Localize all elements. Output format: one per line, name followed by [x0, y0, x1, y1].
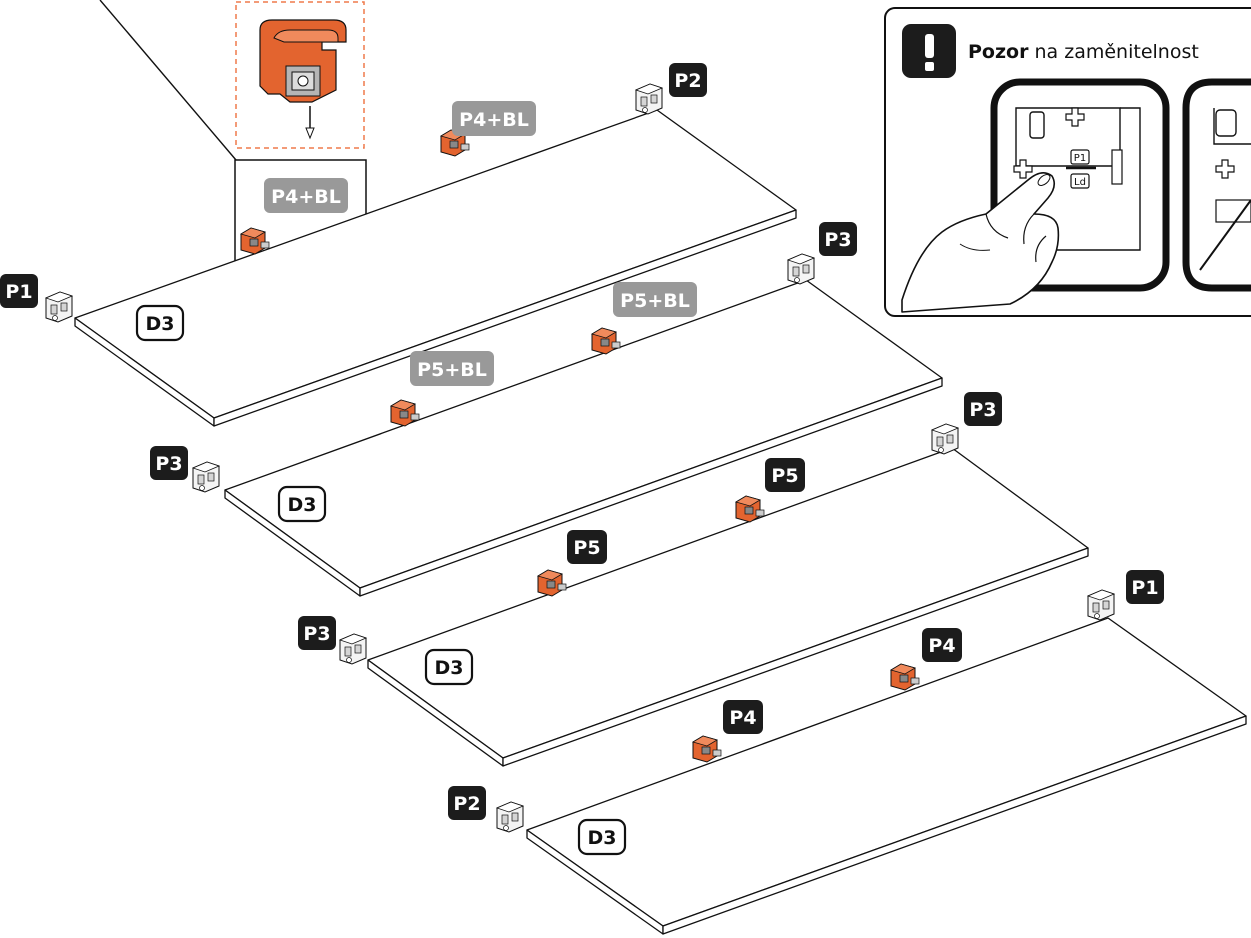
- svg-text:P3: P3: [824, 229, 851, 251]
- board-4-mid-connector-1-icon: [890, 663, 920, 691]
- exclamation-icon: [902, 24, 956, 78]
- board-3-board-label: D3: [424, 648, 474, 686]
- svg-text:P3: P3: [969, 399, 996, 421]
- board-4-mid-label-1: P4: [922, 628, 962, 662]
- detail-dashed-box: [235, 1, 365, 149]
- svg-text:D3: D3: [146, 313, 175, 335]
- svg-text:P2: P2: [453, 793, 480, 815]
- svg-text:P5: P5: [573, 537, 600, 559]
- svg-text:P2: P2: [674, 70, 701, 92]
- board-4-left-connector-icon: [496, 801, 524, 833]
- svg-text:Ld: Ld: [1074, 177, 1086, 188]
- board-4-mid-label-2: P4: [723, 700, 763, 734]
- board-3-right-connector-icon: [931, 423, 959, 455]
- board-3-mid-label-1: P5: [765, 458, 805, 492]
- svg-text:P1: P1: [1074, 153, 1086, 164]
- detail-connector-icon: [259, 19, 347, 140]
- svg-text:P5+BL: P5+BL: [417, 359, 487, 381]
- svg-text:P4+BL: P4+BL: [459, 109, 529, 131]
- svg-text:P1: P1: [5, 281, 32, 303]
- svg-text:P5: P5: [771, 465, 798, 487]
- board-4-panel: [526, 617, 1247, 935]
- board-3-left-label: P3: [298, 616, 336, 650]
- board-1-left-connector-icon: [45, 291, 73, 323]
- leader-line: [99, 0, 237, 161]
- board-1-right-connector-icon: [635, 83, 663, 115]
- notice-text: Pozor na zaměnitelnost: [968, 41, 1199, 63]
- board-2-mid-label-1: P5+BL: [613, 282, 697, 317]
- svg-text:D3: D3: [588, 827, 617, 849]
- board-3-mid-label-2: P5: [567, 530, 607, 564]
- board-2-mid-label-2: P5+BL: [410, 351, 494, 386]
- board-1-mid-label: P4+BL: [452, 101, 536, 136]
- board-1-board-label: D3: [135, 304, 185, 342]
- svg-text:P3: P3: [155, 453, 182, 475]
- hand-icon: [901, 172, 1060, 313]
- board-2-left-connector-icon: [192, 461, 220, 493]
- svg-text:D3: D3: [435, 657, 464, 679]
- notice-box: Pozor na zaměnitelnost P1 Ld: [884, 7, 1251, 317]
- svg-text:P3: P3: [303, 623, 330, 645]
- board-4-right-label: P1: [1126, 570, 1164, 604]
- board-3-right-label: P3: [964, 392, 1002, 426]
- svg-text:P5+BL: P5+BL: [620, 290, 690, 312]
- board-4-mid-connector-2-icon: [692, 735, 722, 763]
- board-3-panel: [367, 447, 1089, 767]
- board-4-right-connector-icon: [1087, 589, 1115, 621]
- svg-text:P4+BL: P4+BL: [271, 186, 341, 208]
- board-2-right-connector-icon: [787, 253, 815, 285]
- board-2-left-label: P3: [150, 446, 188, 480]
- board-1-right-label: P2: [669, 63, 707, 97]
- board-4-board-label: D3: [577, 818, 627, 856]
- board-4-left-label: P2: [448, 786, 486, 820]
- board-2-panel: [224, 279, 943, 597]
- board-2-right-label: P3: [819, 222, 857, 256]
- svg-text:P1: P1: [1131, 577, 1158, 599]
- board-1-left-label: P1: [0, 274, 38, 308]
- detail-label: P4+BL: [264, 178, 348, 213]
- notice-wrong-insert: [1182, 78, 1251, 292]
- board-1-panel: [74, 109, 797, 427]
- svg-text:D3: D3: [288, 494, 317, 516]
- svg-text:P4: P4: [729, 707, 756, 729]
- board-3-left-connector-icon: [339, 633, 367, 665]
- board-2-board-label: D3: [277, 485, 327, 523]
- svg-text:P4: P4: [928, 635, 955, 657]
